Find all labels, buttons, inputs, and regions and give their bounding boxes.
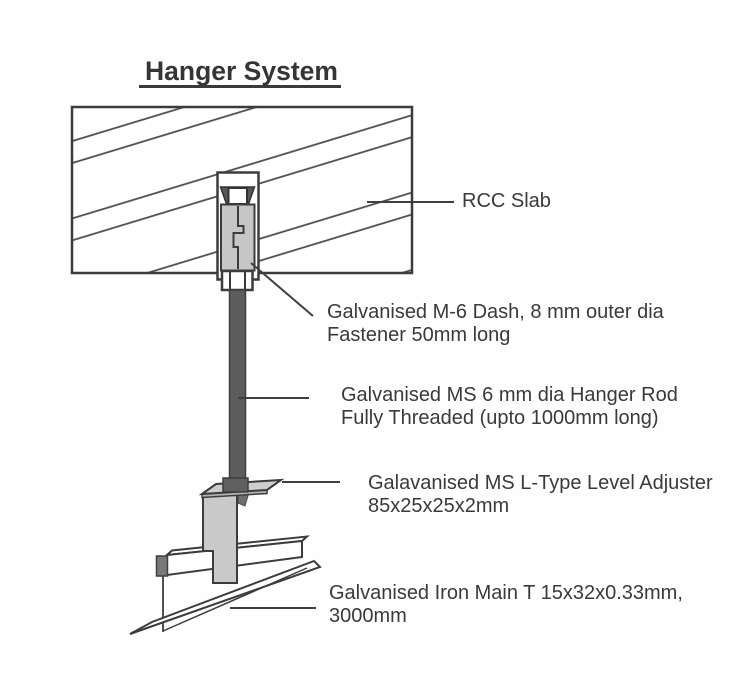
label-level-adjuster-line1: Galavanised MS L-Type Level Adjuster [368,472,713,494]
label-hanger-rod-line1: Galvanised MS 6 mm dia Hanger Rod [341,384,678,406]
label-main-t-line2: 3000mm [329,605,407,627]
level-adjuster-shape [198,477,285,584]
fastener-split-line [232,206,245,269]
anchor-fastener-shape [216,171,260,292]
label-rcc-slab: RCC Slab [462,190,551,213]
label-level-adjuster: Galavanised MS L-Type Level Adjuster 85x… [368,472,713,518]
label-hanger-rod-line2: Fully Threaded (upto 1000mm long) [341,407,659,429]
label-rcc-slab-text: RCC Slab [462,190,551,212]
label-level-adjuster-line2: 85x25x25x2mm [368,495,510,517]
fastener-hex-nut [220,269,254,292]
label-main-t-line1: Galvanised Iron Main T 15x32x0.33mm, [329,582,683,604]
label-main-t: Galvanised Iron Main T 15x32x0.33mm, 300… [329,582,683,628]
hanger-rod-shape [228,289,247,482]
label-fastener-line2: Fastener 50mm long [327,324,511,346]
label-hanger-rod: Galvanised MS 6 mm dia Hanger Rod Fully … [341,384,678,430]
page-title: Hanger System [139,57,341,88]
label-fastener: Galvanised M-6 Dash, 8 mm outer dia Fast… [327,301,664,347]
adjuster-nut [222,477,249,493]
label-fastener-line1: Galvanised M-6 Dash, 8 mm outer dia [327,301,664,323]
leader-fastener [250,262,314,317]
main-t-end-cap [155,555,169,577]
